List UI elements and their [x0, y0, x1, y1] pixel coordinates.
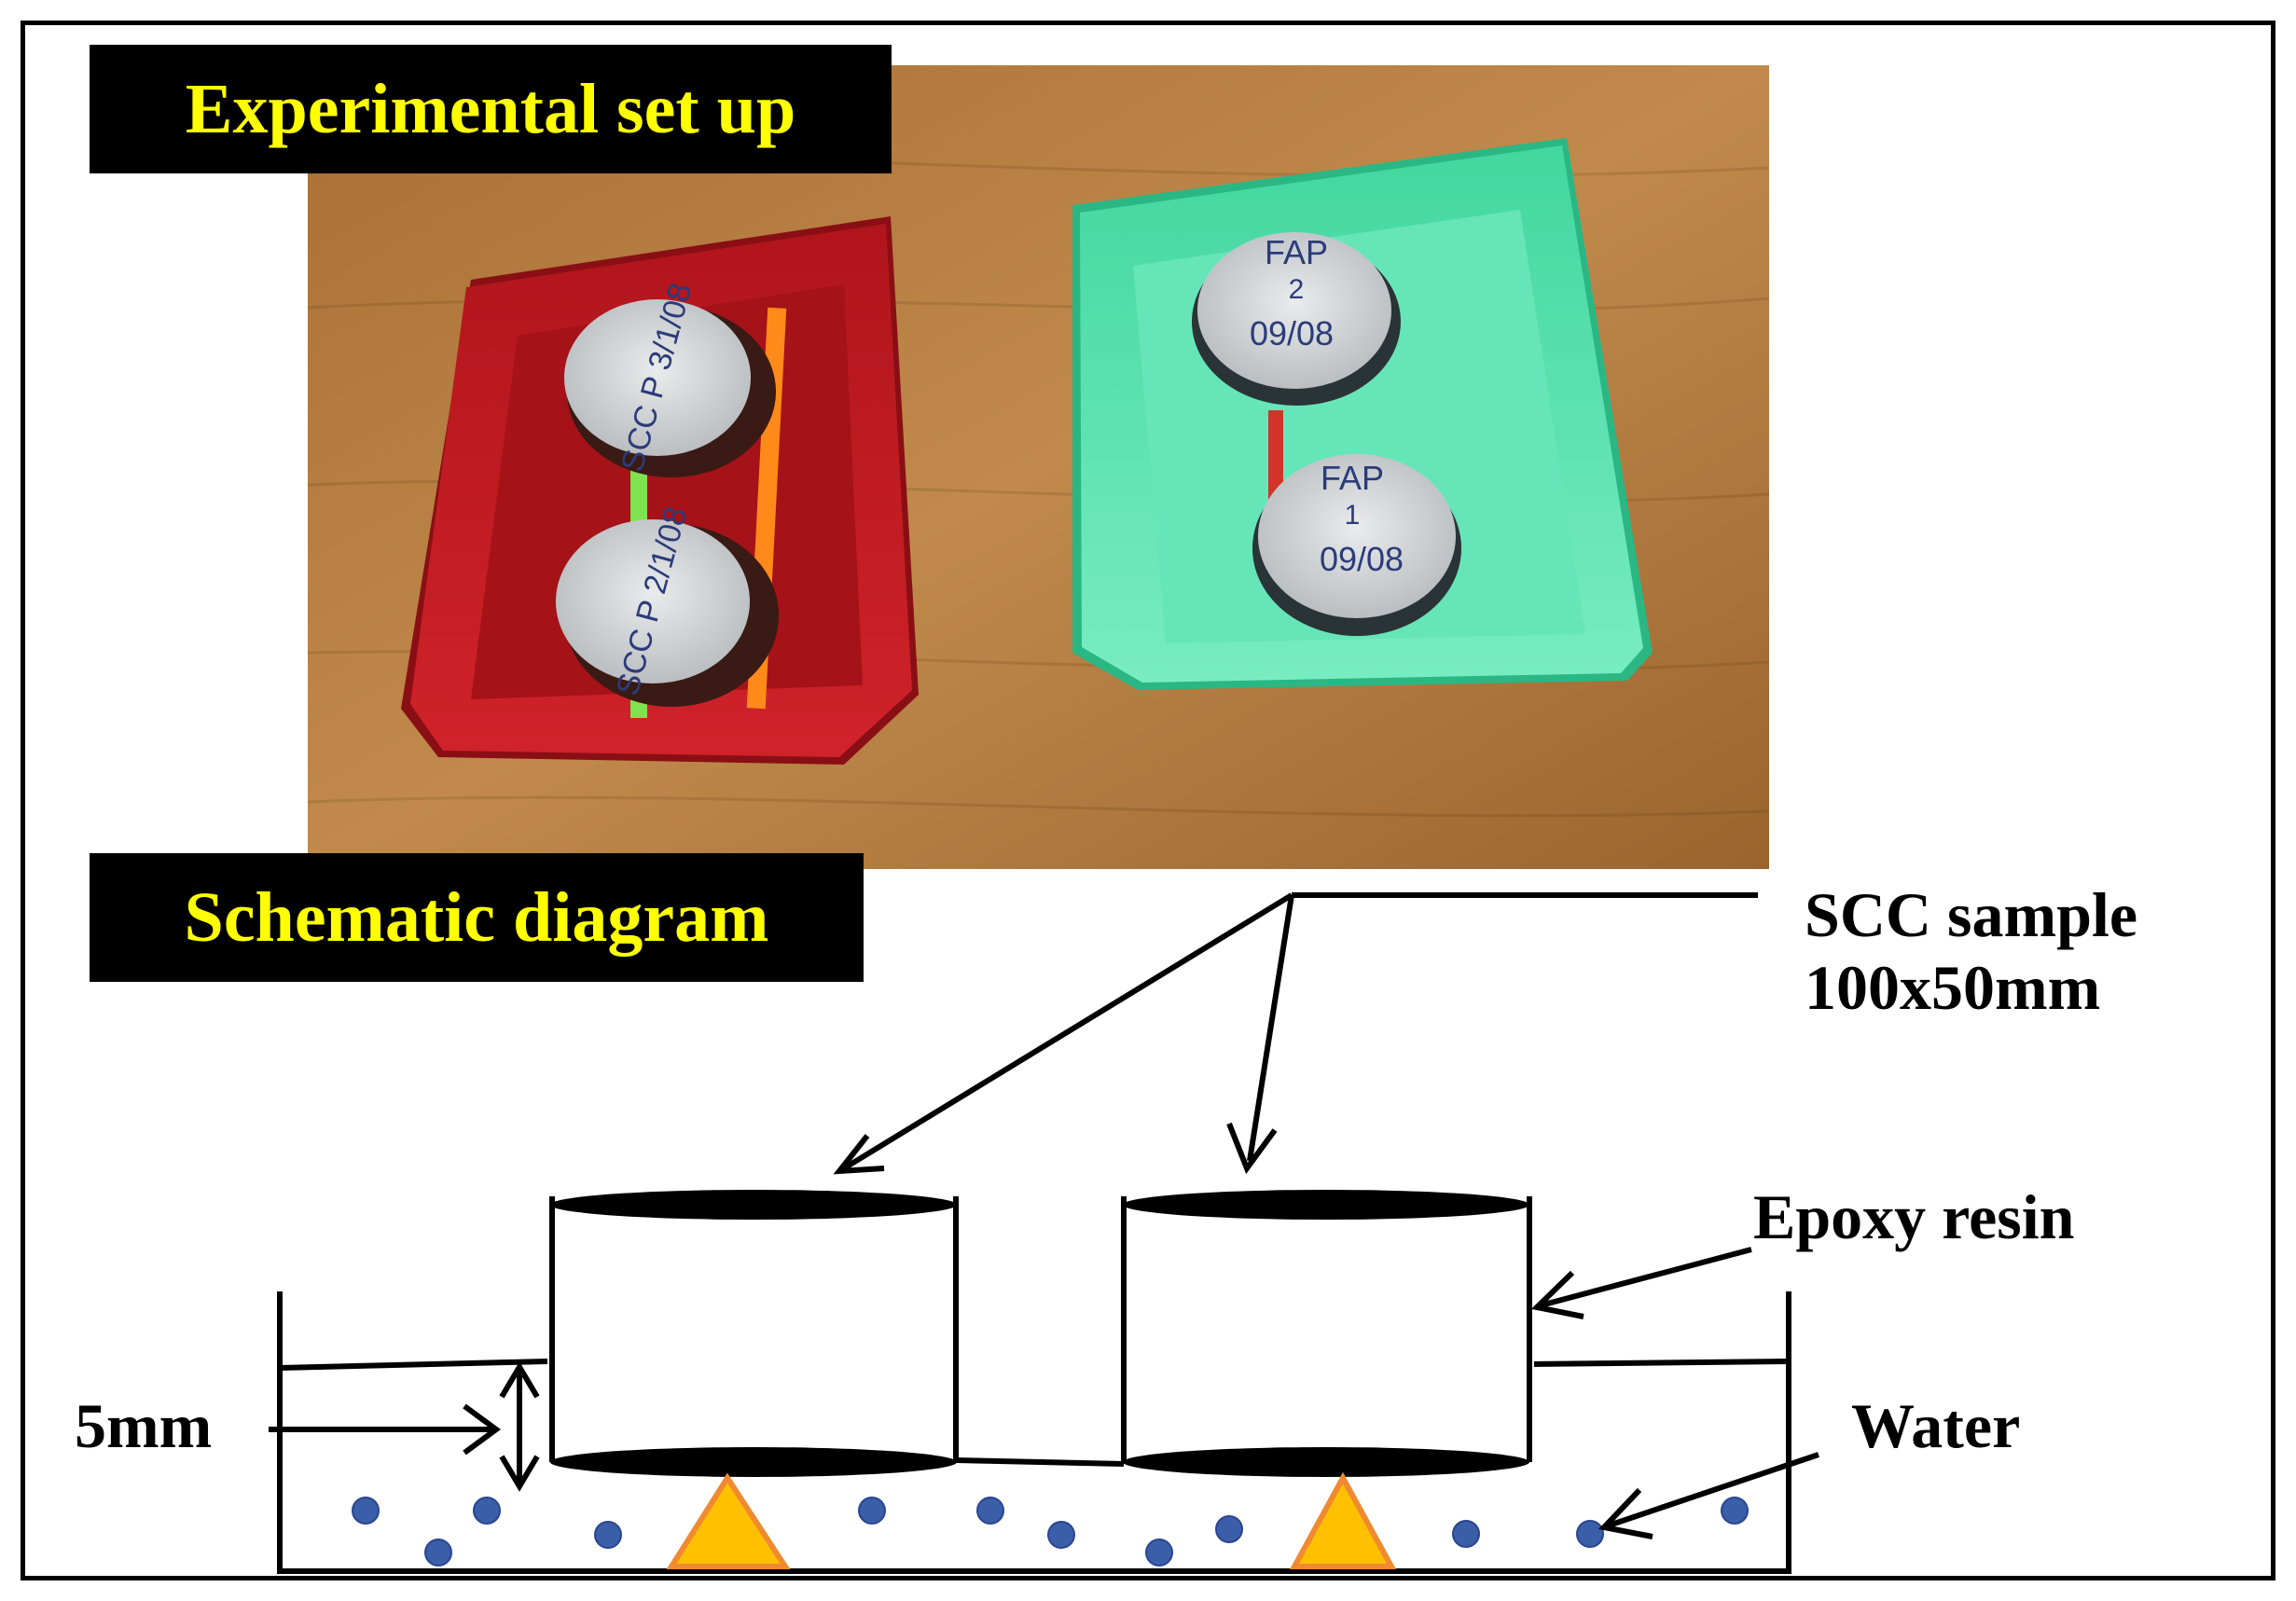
scc-sample-annotation: SCC sample 100x50mm — [1805, 878, 2137, 1024]
water-container — [277, 1291, 1791, 1574]
right-top-sample-mark-1: FAP — [1265, 233, 1328, 271]
experimental-setup-label: Experimental set up — [90, 45, 892, 173]
right-top-sample-mark-2: 2 — [1289, 274, 1305, 305]
right-bottom-sample-mark-3: 09/08 — [1320, 540, 1404, 578]
scc-sample-label: SCC sample — [1805, 879, 2138, 950]
red-tray: SCC P 3/1/08 SCC P 2/1/08 — [401, 216, 919, 765]
support-triangle-2 — [1289, 1471, 1397, 1569]
right-top-sample-mark-3: 09/08 — [1250, 314, 1334, 352]
epoxy-arrow — [1540, 1247, 1752, 1308]
water-level-middle — [955, 1457, 1125, 1467]
right-bottom-sample-mark-1: FAP — [1321, 459, 1384, 497]
experimental-photo: SCC P 3/1/08 SCC P 2/1/08 FAP 2 09/08 FA… — [307, 65, 1770, 869]
water-arrow — [1608, 1452, 1819, 1528]
scc-sample-size: 100x50mm — [1805, 952, 2101, 1024]
schematic-diagram — [269, 892, 1819, 1574]
water-label: Water — [1851, 1390, 2021, 1461]
right-bottom-sample-mark-2: 1 — [1345, 500, 1361, 531]
epoxy-resin-label: Epoxy resin — [1753, 1181, 2075, 1252]
support-triangle-1 — [666, 1472, 791, 1569]
scc-sample-cylinder-1 — [549, 1190, 959, 1477]
water-depth-label: 5mm — [75, 1390, 213, 1461]
schematic-diagram-label: Schematic diagram — [90, 853, 864, 982]
water-dots — [352, 1497, 1749, 1566]
green-tray: FAP 2 09/08 FAP 1 09/08 — [1072, 138, 1653, 690]
scc-sample-cylinder-2 — [1121, 1190, 1532, 1477]
water-level-left — [279, 1359, 548, 1371]
water-level-right — [1533, 1359, 1790, 1367]
